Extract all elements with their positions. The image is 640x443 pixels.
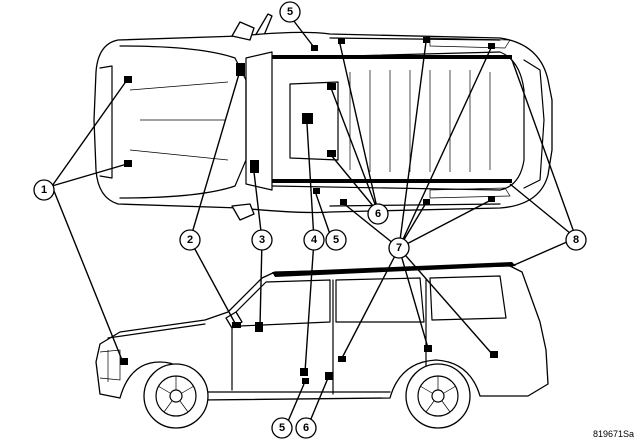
rear-hatch: [523, 59, 545, 189]
leader-1: [51, 79, 128, 361]
top-view-vehicle: [93, 13, 553, 221]
svg-text:4: 4: [311, 234, 318, 246]
leader-lines: [51, 15, 577, 427]
leader-4: [304, 123, 315, 373]
svg-text:6: 6: [303, 422, 309, 434]
callout-3: 3: [251, 229, 273, 251]
rear-door-window: [335, 277, 425, 323]
leader-6-bottom: [307, 377, 329, 427]
top-view-markers: [124, 37, 495, 205]
side-roof-rail: [272, 262, 516, 277]
svg-text:3: 3: [259, 234, 265, 246]
sunroof: [289, 81, 339, 161]
leader-2: [189, 73, 240, 326]
callout-group: 1 2 3 4 5 5 5 6: [33, 1, 587, 439]
callout-8: 8: [565, 229, 587, 251]
svg-text:5: 5: [333, 234, 339, 246]
roof-ribs: [349, 70, 491, 172]
callout-1: 1: [33, 179, 55, 201]
callout-6-top: 6: [367, 203, 389, 225]
callout-7: 7: [388, 237, 410, 259]
callout-5-mid: 5: [325, 229, 347, 251]
grille: [99, 65, 113, 179]
side-view-vehicle: [95, 262, 549, 429]
top-view-body-outline: [93, 31, 553, 214]
svg-text:8: 8: [573, 234, 579, 246]
callout-5-bottom: 5: [271, 417, 293, 439]
rear-wheel: [405, 363, 471, 429]
leader-6-top: [330, 43, 379, 213]
front-wheel: [143, 363, 209, 429]
leader-3: [253, 171, 263, 327]
svg-text:2: 2: [187, 234, 193, 246]
callout-4: 4: [303, 229, 325, 251]
side-view-body-outline: [95, 265, 549, 401]
right-mirror: [231, 203, 255, 221]
svg-text:1: 1: [41, 184, 47, 196]
side-view-markers: [120, 322, 498, 384]
svg-text:5: 5: [279, 422, 285, 434]
leader-8: [509, 59, 577, 267]
roof-rail-right: [272, 179, 512, 183]
svg-text:5: 5: [287, 6, 293, 18]
quarter-window: [429, 275, 507, 321]
callout-2: 2: [179, 229, 201, 251]
svg-text:7: 7: [396, 242, 402, 254]
roof-rail-left: [272, 55, 512, 59]
left-mirror: [231, 21, 255, 41]
figure-id: 819671Sa: [592, 429, 634, 439]
leader-7: [341, 41, 494, 359]
svg-text:6: 6: [375, 208, 381, 220]
callout-6-bottom: 6: [295, 417, 317, 439]
callout-5-top: 5: [279, 1, 301, 23]
windshield: [245, 51, 273, 191]
leader-5-bottom: [285, 383, 305, 427]
